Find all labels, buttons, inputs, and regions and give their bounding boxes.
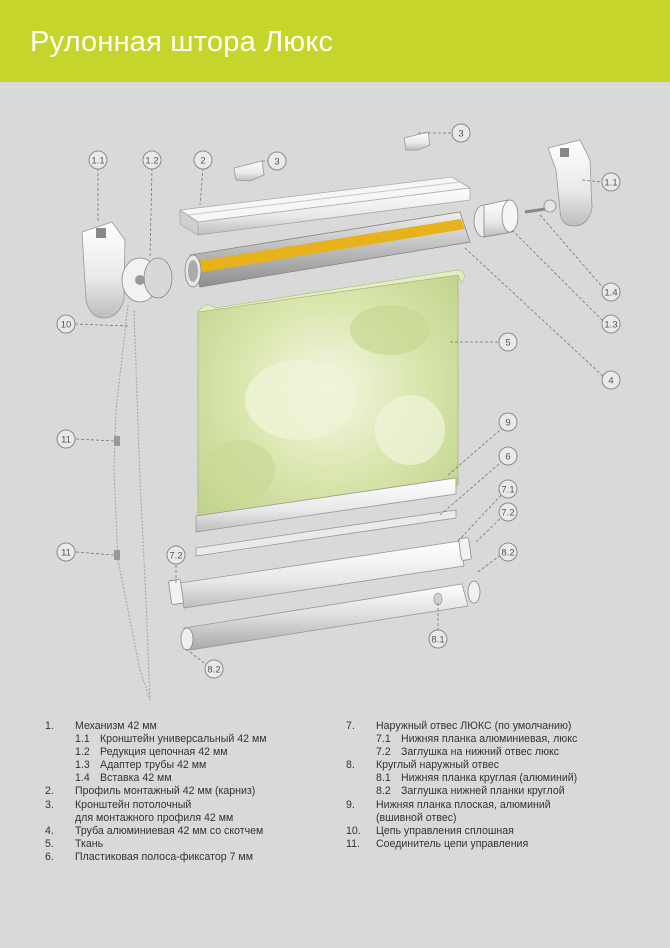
svg-text:3: 3 [458,129,463,140]
legend-right: 7.Наружный отвес ЛЮКС (по умолчанию) 7.1… [346,720,577,851]
callout-1-1-right: 1.1 [601,172,621,192]
legend-item: 2.Профиль монтажный 42 мм (карниз) [45,785,256,798]
ceiling-bracket-top [403,131,431,151]
svg-text:10: 10 [61,320,72,331]
svg-text:7.2: 7.2 [169,551,182,562]
callout-11-bottom: 11 [56,542,76,562]
callout-1-4: 1.4 [601,282,621,302]
svg-text:8.1: 8.1 [431,635,444,646]
legend-item: 4.Труба алюминиевая 42 мм со скотчем [45,824,264,837]
mounting-profile [178,176,472,236]
callout-8-2-right: 8.2 [498,542,518,562]
legend-item: 3.Кронштейн потолочный [45,798,192,811]
svg-text:9: 9 [505,418,510,429]
callout-3-left: 3 [267,151,287,171]
exploded-diagram: 1.1 1.2 2 3 3 1.1 1.4 1.3 4 5 10 11 11 9… [56,123,621,701]
tube-adapter [473,199,519,238]
page-title: Рулонная штора Люкс [30,26,334,58]
callout-7-1: 7.1 [498,479,518,499]
legend-continuation: (вшивной отвес) [376,811,457,824]
svg-text:1.3: 1.3 [604,320,617,331]
chain-reduction [121,257,173,303]
callout-11-top: 11 [56,429,76,449]
svg-text:1.1: 1.1 [91,156,104,167]
aluminium-tube [184,211,471,288]
round-bottom-bar [180,580,481,651]
legend-continuation: для монтажного профиля 42 мм [75,811,234,824]
legend-item: 5.Ткань [45,837,104,850]
legend-item: 11.Соединитель цепи управления [346,837,529,850]
callout-9: 9 [498,412,518,432]
legend-item: 8.Круглый наружный отвес [346,759,500,772]
legend-item: 7.Наружный отвес ЛЮКС (по умолчанию) [346,720,572,732]
callout-1-3: 1.3 [601,314,621,334]
callout-5: 5 [498,332,518,352]
svg-text:11: 11 [61,548,71,559]
fabric-panel [197,269,465,531]
legend-item: 1.Механизм 42 мм [45,720,157,732]
callout-4: 4 [601,370,621,390]
callout-8-2-left: 8.2 [204,659,224,679]
callout-1-2: 1.2 [142,150,162,170]
svg-text:1.1: 1.1 [604,178,617,189]
svg-text:8.2: 8.2 [501,548,514,559]
insert-pin [524,199,557,214]
chain-connector-bottom [114,550,120,560]
svg-text:3: 3 [274,157,279,168]
svg-text:1.2: 1.2 [145,156,158,167]
header-bar: Рулонная штора Люкс [0,0,670,82]
svg-text:11: 11 [61,435,71,446]
svg-text:4: 4 [608,376,613,387]
lux-bottom-bar [168,537,472,609]
callout-6: 6 [498,446,518,466]
callout-3-top: 3 [451,123,471,143]
legend-item: 10.Цепь управления сплошная [346,824,514,837]
callout-7-2-left: 7.2 [166,545,186,565]
legend-item: 9.Нижняя планка плоская, алюминий [346,798,551,811]
control-chain [113,304,151,701]
svg-text:8.2: 8.2 [207,665,220,676]
callout-7-2-right: 7.2 [498,502,518,522]
flat-bottom-bar [195,477,457,533]
svg-text:6: 6 [505,452,510,463]
chain-connector-top [114,436,120,446]
svg-text:5: 5 [505,338,510,349]
callout-10: 10 [56,314,76,334]
svg-text:7.1: 7.1 [501,485,514,496]
left-bracket [81,221,126,319]
svg-text:7.2: 7.2 [501,508,514,519]
svg-text:1.4: 1.4 [604,288,617,299]
callout-1-1-left: 1.1 [88,150,108,170]
callout-8-1: 8.1 [428,629,448,649]
leader-lines [74,132,606,670]
ceiling-bracket-left [233,160,265,182]
right-bracket [547,139,593,227]
legend-item: 6.Пластиковая полоса-фиксатор 7 мм [45,850,253,863]
fixing-strip [195,509,457,557]
svg-text:2: 2 [200,156,205,167]
callout-2: 2 [193,150,213,170]
